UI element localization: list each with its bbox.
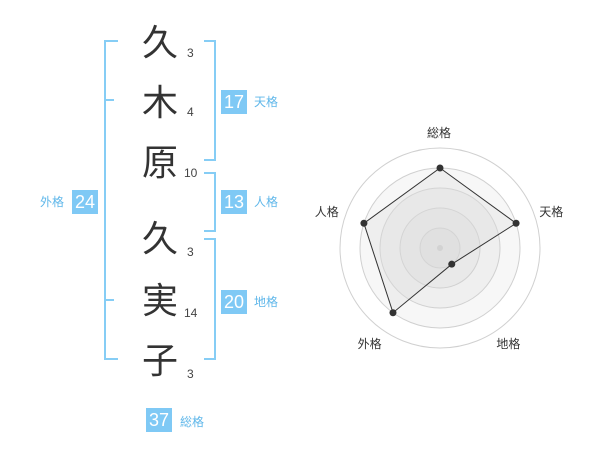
gaikaku-tick-upper xyxy=(106,99,114,101)
given-strokes-3: 3 xyxy=(187,367,194,381)
surname-strokes-2: 4 xyxy=(187,105,194,119)
radar-point-5 xyxy=(360,219,368,227)
jinkaku-badge: 13 xyxy=(221,190,248,214)
surname-char-3: 原 xyxy=(141,143,178,184)
soukaku-badge: 37 xyxy=(146,408,173,432)
tenkaku-badge: 17 xyxy=(221,90,248,114)
given-strokes-1: 3 xyxy=(187,245,194,259)
tenkaku-bracket xyxy=(204,40,216,161)
chikaku-badge: 20 xyxy=(221,290,248,314)
surname-strokes-1: 3 xyxy=(187,46,194,60)
chikaku-label: 地格 xyxy=(254,295,279,309)
given-char-3: 子 xyxy=(141,341,178,382)
radar-point-4 xyxy=(389,309,397,317)
radar-point-1 xyxy=(436,164,444,172)
gaikaku-label: 外格 xyxy=(40,195,65,209)
radar-center xyxy=(437,245,443,251)
radar-axis-label-2: 天格 xyxy=(539,204,564,219)
given-strokes-2: 14 xyxy=(184,306,198,320)
chikaku-bracket xyxy=(204,238,216,360)
radar-series-polygon xyxy=(363,167,517,314)
given-char-1: 久 xyxy=(141,219,178,260)
gaikaku-tick-lower xyxy=(106,299,114,301)
radar-axis-label-1: 総格 xyxy=(427,126,452,140)
gaikaku-bracket xyxy=(104,40,118,360)
radar-point-2 xyxy=(512,219,520,227)
surname-char-1: 久 xyxy=(141,23,178,64)
radar-axis-label-5: 人格 xyxy=(314,204,339,219)
radar-axis-label-4: 外格 xyxy=(357,336,382,351)
jinkaku-label: 人格 xyxy=(254,195,279,209)
jinkaku-bracket xyxy=(204,172,216,232)
surname-strokes-3: 10 xyxy=(184,166,198,180)
given-char-2: 実 xyxy=(141,281,178,322)
surname-char-2: 木 xyxy=(141,83,178,124)
tenkaku-label: 天格 xyxy=(254,95,279,109)
radar-axis-label-3: 地格 xyxy=(496,336,521,351)
soukaku-label: 総格 xyxy=(180,415,205,429)
radar-point-3 xyxy=(448,260,456,268)
gaikaku-badge: 24 xyxy=(72,190,99,214)
